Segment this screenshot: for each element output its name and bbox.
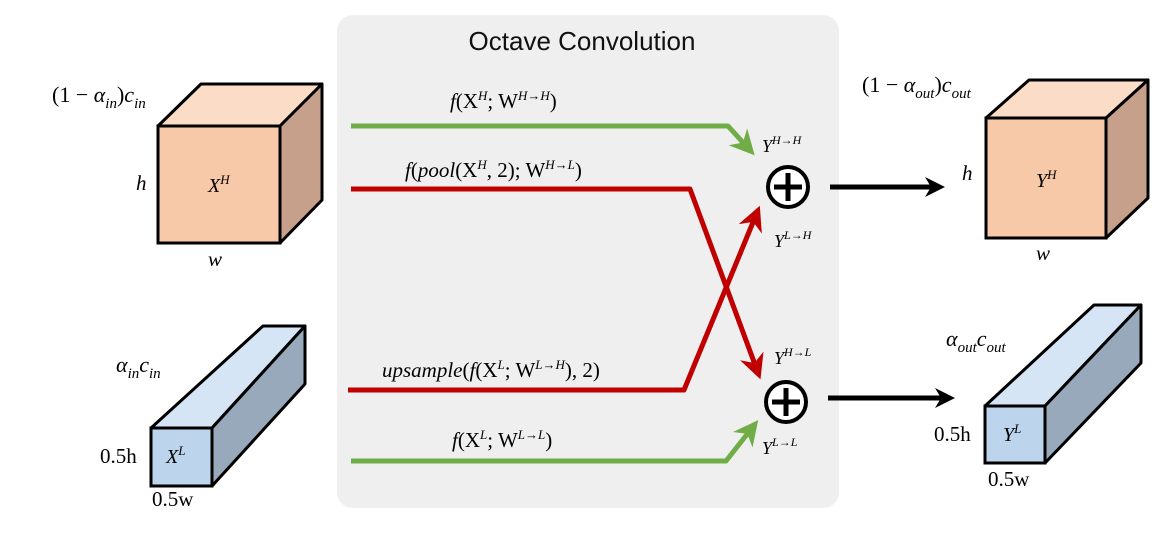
input-high-height-label: h xyxy=(136,171,147,195)
output-high-front-face xyxy=(984,116,1108,240)
output-low-front-face xyxy=(983,404,1047,465)
input-low-freq-tensor xyxy=(149,324,307,488)
output-high-freq-tensor xyxy=(984,78,1150,240)
output-low-channels-label: αoutcout xyxy=(946,326,1007,356)
output-high-tensor-label: YH xyxy=(1036,167,1057,192)
output-low-height-label: 0.5h xyxy=(934,422,971,446)
input-low-channels-label: αincin xyxy=(116,352,161,382)
octave-convolution-panel xyxy=(337,15,839,508)
sum-node-low xyxy=(764,380,808,424)
panel-title: Octave Convolution xyxy=(469,26,696,56)
path-high-to-high xyxy=(351,123,755,156)
output-high-channels-label: (1 − αout)cout xyxy=(862,72,972,102)
sum-label-l-to-h: YL→H xyxy=(774,228,813,251)
output-low-tensor-label: YL xyxy=(1003,421,1021,446)
input-high-front-face xyxy=(156,124,282,245)
label-high-to-high: f(XH; WH→H) xyxy=(450,88,557,113)
sum-node-high xyxy=(766,165,810,209)
sum-label-h-to-h: YH→H xyxy=(762,133,803,156)
path-high-to-low xyxy=(351,186,764,380)
input-high-tensor-label: XH xyxy=(207,172,230,197)
input-low-tensor-label: XL xyxy=(165,443,185,468)
input-high-freq-tensor xyxy=(156,82,324,245)
input-high-width-label: w xyxy=(208,247,222,271)
path-low-to-high xyxy=(348,205,762,393)
output-low-freq-tensor xyxy=(983,303,1143,465)
output-high-width-label: w xyxy=(1036,241,1050,265)
input-low-front-face xyxy=(149,426,214,488)
sum-label-l-to-l: YL→L xyxy=(762,435,798,458)
label-high-to-low: f(pool(XH, 2); WH→L) xyxy=(405,157,582,182)
input-high-channels-label: (1 − αin)cin xyxy=(52,82,146,112)
label-low-to-low: f(XL; WL→L) xyxy=(452,427,552,452)
output-high-height-label: h xyxy=(962,161,973,185)
output-low-width-label: 0.5w xyxy=(988,467,1030,491)
label-low-to-high: upsample(f(XL; WL→H), 2) xyxy=(382,357,600,382)
sum-label-h-to-l: YH→L xyxy=(774,345,812,368)
path-low-to-low xyxy=(351,420,759,464)
input-low-height-label: 0.5h xyxy=(100,444,137,468)
input-low-width-label: 0.5w xyxy=(152,487,194,511)
